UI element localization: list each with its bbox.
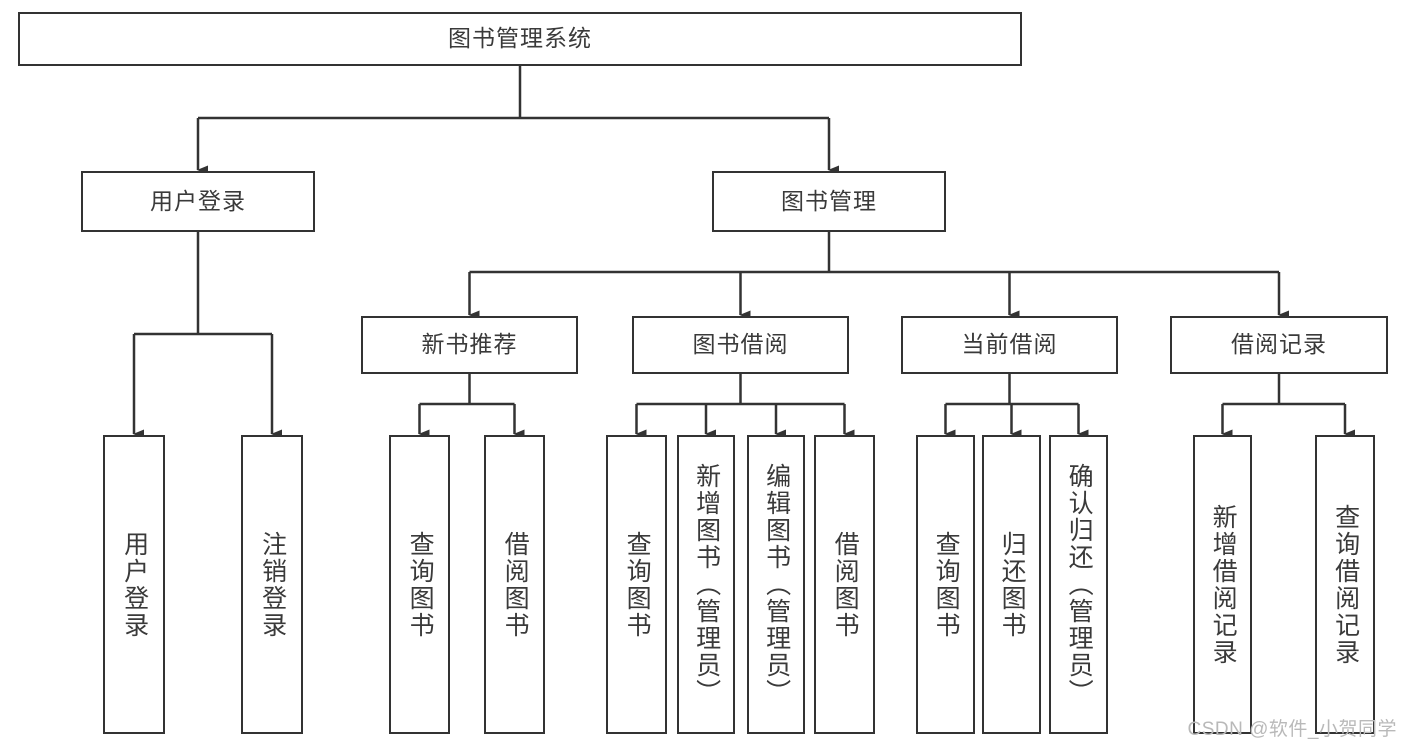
leaf-add-book-admin[interactable]: 新增图书（管理员） <box>677 435 735 734</box>
node-label: 用户登录 <box>120 530 149 639</box>
node-label: 编辑图书（管理员） <box>762 463 791 706</box>
node-user-login[interactable]: 用户登录 <box>81 171 315 232</box>
leaf-edit-book-admin[interactable]: 编辑图书（管理员） <box>747 435 805 734</box>
node-label: 当前借阅 <box>961 331 1058 358</box>
leaf-query-books-current[interactable]: 查询图书 <box>916 435 975 734</box>
leaf-confirm-return-admin[interactable]: 确认归还（管理员） <box>1049 435 1108 734</box>
node-label: 查询图书 <box>406 530 435 639</box>
leaf-query-books-borrow[interactable]: 查询图书 <box>606 435 667 734</box>
node-label: 借阅图书 <box>831 530 860 639</box>
node-label: 借阅记录 <box>1231 331 1327 358</box>
node-label: 新增图书（管理员） <box>692 463 721 706</box>
node-root[interactable]: 图书管理系统 <box>18 12 1022 66</box>
node-label: 图书管理 <box>781 187 877 214</box>
leaf-logout[interactable]: 注销登录 <box>241 435 303 734</box>
node-new-book-recommendation[interactable]: 新书推荐 <box>361 316 578 374</box>
node-label: 注销登录 <box>258 530 287 639</box>
node-label: 新增借阅记录 <box>1209 503 1238 666</box>
node-borrowing-records[interactable]: 借阅记录 <box>1170 316 1388 374</box>
leaf-add-borrow-record[interactable]: 新增借阅记录 <box>1193 435 1252 734</box>
node-label: 借阅图书 <box>501 530 530 639</box>
node-label: 确认归还（管理员） <box>1065 463 1094 706</box>
node-label: 查询借阅记录 <box>1331 503 1360 666</box>
node-label: 查询图书 <box>623 530 652 639</box>
node-book-borrowing[interactable]: 图书借阅 <box>632 316 849 374</box>
node-label: 图书借阅 <box>692 331 789 358</box>
node-current-borrowing[interactable]: 当前借阅 <box>901 316 1118 374</box>
leaf-query-books-recommend[interactable]: 查询图书 <box>389 435 450 734</box>
node-label: 查询图书 <box>932 530 961 639</box>
node-book-management[interactable]: 图书管理 <box>712 171 946 232</box>
node-label: 图书管理系统 <box>448 25 592 52</box>
node-label: 用户登录 <box>150 187 246 214</box>
node-label: 新书推荐 <box>421 331 518 358</box>
leaf-borrow-books-recommend[interactable]: 借阅图书 <box>484 435 545 734</box>
leaf-user-login[interactable]: 用户登录 <box>103 435 165 734</box>
leaf-borrow-books[interactable]: 借阅图书 <box>814 435 875 734</box>
connector-lines <box>132 66 1355 439</box>
watermark: CSDN @软件_小贺同学 <box>1187 719 1397 740</box>
leaf-return-books[interactable]: 归还图书 <box>982 435 1041 734</box>
leaf-query-borrow-record[interactable]: 查询借阅记录 <box>1315 435 1375 734</box>
node-label: 归还图书 <box>998 530 1027 639</box>
